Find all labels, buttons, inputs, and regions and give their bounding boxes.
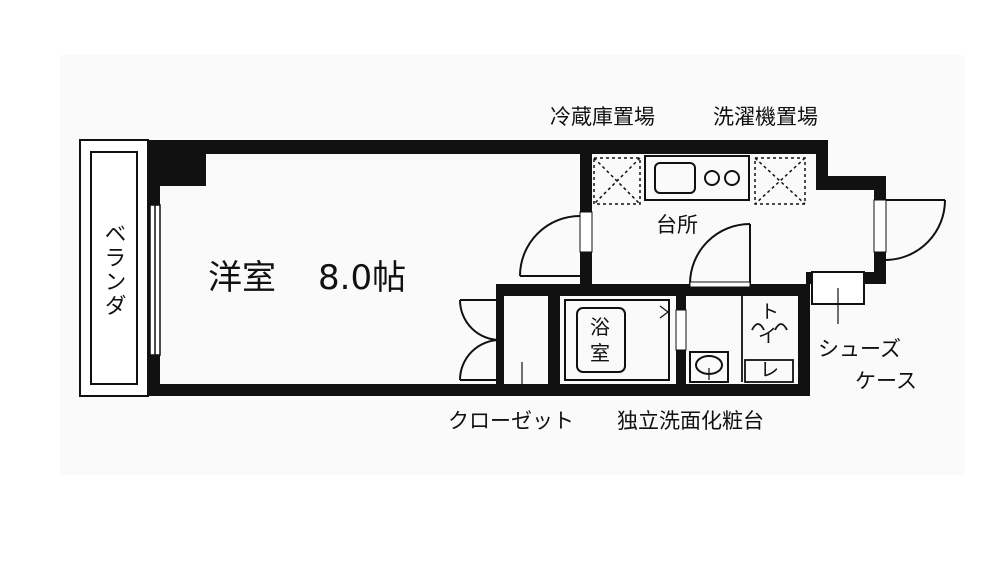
label-fridge-space: 冷蔵庫置場 (550, 105, 655, 129)
kitchen-counter (644, 155, 750, 201)
door-kitchen-bath (689, 223, 751, 288)
shoe-case (811, 271, 865, 324)
label-shoe-case-1: シューズ (818, 337, 901, 361)
label-balcony: ベランダ (101, 222, 126, 318)
bathtub (564, 299, 670, 381)
label-toilet-1: ト (760, 301, 779, 323)
washer-space (754, 157, 806, 205)
background-panel (60, 55, 965, 475)
label-bath-bottom: 室 (590, 341, 610, 365)
label-washer-space: 洗濯機置場 (713, 105, 818, 129)
balcony-window (149, 204, 161, 356)
door-room-kitchen (519, 211, 593, 277)
balcony (79, 139, 149, 397)
label-vanity: 独立洗面化粧台 (617, 409, 764, 433)
label-shoe-case-2: ケース (855, 369, 917, 393)
label-kitchen: 台所 (656, 213, 698, 237)
entrance-door (873, 199, 946, 261)
closet-doors (459, 299, 523, 384)
bath-sliding-door (675, 309, 687, 351)
label-western-room: 洋室 (208, 258, 276, 298)
toilet-area (741, 296, 794, 383)
label-toilet-2: イ (758, 325, 777, 347)
vanity-basin (689, 351, 729, 383)
label-western-room-size: 8.0帖 (318, 258, 406, 298)
label-closet: クローゼット (448, 409, 574, 433)
fridge-space (593, 157, 641, 205)
label-bath-top: 浴 (590, 315, 610, 339)
label-toilet-3: レ (760, 359, 779, 381)
